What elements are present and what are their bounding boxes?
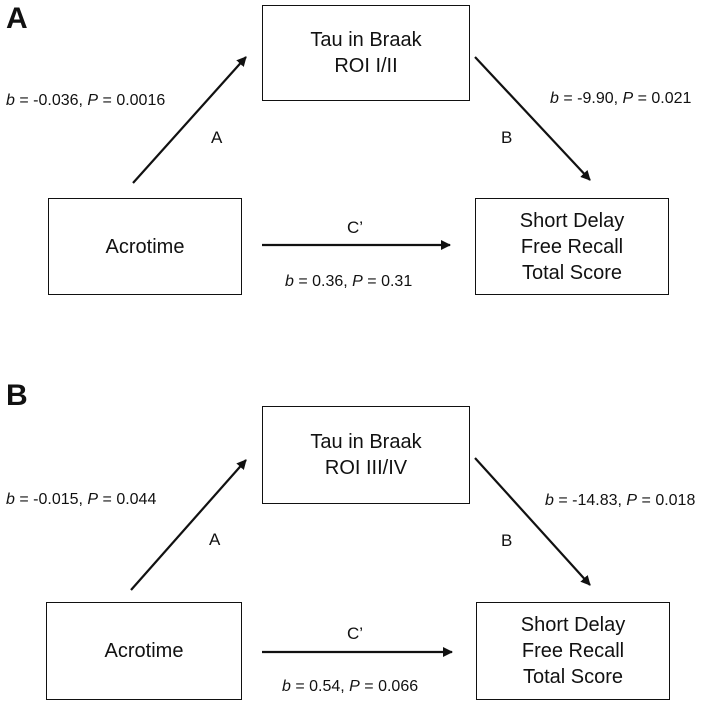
outcome-line1: Short Delay <box>519 209 625 232</box>
p-symbol: P <box>349 678 360 695</box>
outcome-box-a: Short Delay Free Recall Total Score <box>475 198 669 295</box>
eq: = <box>98 491 117 508</box>
sep: , <box>340 678 350 695</box>
path-a-stat-a: b = -0.036, P = 0.0016 <box>6 93 165 109</box>
eq: = <box>14 92 34 109</box>
predictor-label: Acrotime <box>105 235 185 258</box>
eq: = <box>633 90 652 107</box>
mediator-box-a: Tau in Braak ROI I/II <box>262 5 470 101</box>
path-c-label-a: C’ <box>347 218 364 237</box>
outcome-line2: Free Recall <box>521 640 625 662</box>
p-value: 0.0016 <box>116 92 166 109</box>
path-c-stat-a: b = 0.36, P = 0.31 <box>285 274 412 290</box>
p-symbol: P <box>87 92 99 109</box>
path-a-arrow-b <box>130 459 247 591</box>
b-symbol: b <box>6 491 15 508</box>
p-value: 0.31 <box>381 273 413 290</box>
eq: = <box>98 92 117 109</box>
sep: , <box>78 92 88 109</box>
path-a-stat-b: b = -0.015, P = 0.044 <box>6 492 156 508</box>
path-a-label-a: A <box>211 128 223 147</box>
p-symbol: P <box>622 90 634 107</box>
path-a-label-b: A <box>209 530 221 549</box>
eq: = <box>362 273 382 290</box>
eq: = <box>290 678 310 695</box>
b-value: -0.036 <box>33 92 79 109</box>
predictor-box-b: Acrotime <box>46 602 242 700</box>
path-c-stat-b: b = 0.54, P = 0.066 <box>282 679 418 695</box>
path-b-stat-a: b = -9.90, P = 0.021 <box>550 91 691 107</box>
p-value: 0.021 <box>651 90 692 107</box>
outcome-box-b: Short Delay Free Recall Total Score <box>476 602 670 700</box>
mediator-line2: ROI III/IV <box>324 457 408 479</box>
sep: , <box>617 492 627 509</box>
outcome-line2: Free Recall <box>520 235 624 258</box>
outcome-line1: Short Delay <box>520 614 626 636</box>
p-value: 0.044 <box>116 491 157 508</box>
path-a-arrow-a <box>132 56 247 184</box>
predictor-box-a: Acrotime <box>48 198 242 295</box>
eq: = <box>293 273 313 290</box>
panel-letter-b: B <box>6 379 28 412</box>
outcome-line3: Total Score <box>521 261 623 284</box>
mediator-line1: Tau in Braak <box>310 29 422 51</box>
predictor-label: Acrotime <box>104 640 184 662</box>
sep: , <box>613 90 623 107</box>
outcome-line3: Total Score <box>522 666 624 688</box>
b-value: -0.015 <box>33 491 79 508</box>
path-c-label-b: C’ <box>347 624 364 643</box>
b-symbol: b <box>545 492 554 509</box>
b-symbol: b <box>550 90 559 107</box>
eq: = <box>558 90 578 107</box>
b-value: -9.90 <box>577 90 614 107</box>
b-symbol: b <box>6 92 15 109</box>
b-value: 0.54 <box>309 678 341 695</box>
path-b-arrow-b <box>474 457 591 586</box>
b-value: 0.36 <box>312 273 344 290</box>
panel-letter-a: A <box>6 2 28 35</box>
eq: = <box>14 491 34 508</box>
p-symbol: P <box>626 492 638 509</box>
path-b-label-b: B <box>501 531 513 550</box>
sep: , <box>343 273 353 290</box>
eq: = <box>359 678 379 695</box>
sep: , <box>78 491 88 508</box>
path-b-arrow-a <box>474 56 591 181</box>
eq: = <box>637 492 656 509</box>
b-symbol: b <box>282 678 291 695</box>
mediator-box-b: Tau in Braak ROI III/IV <box>262 406 470 504</box>
mediator-line1: Tau in Braak <box>310 431 422 453</box>
p-value: 0.066 <box>378 678 419 695</box>
path-b-label-a: B <box>501 128 513 147</box>
b-symbol: b <box>285 273 294 290</box>
p-symbol: P <box>87 491 99 508</box>
path-b-stat-b: b = -14.83, P = 0.018 <box>545 493 695 509</box>
b-value: -14.83 <box>572 492 618 509</box>
p-symbol: P <box>352 273 363 290</box>
p-value: 0.018 <box>655 492 696 509</box>
eq: = <box>553 492 573 509</box>
mediator-line2: ROI I/II <box>334 55 398 77</box>
